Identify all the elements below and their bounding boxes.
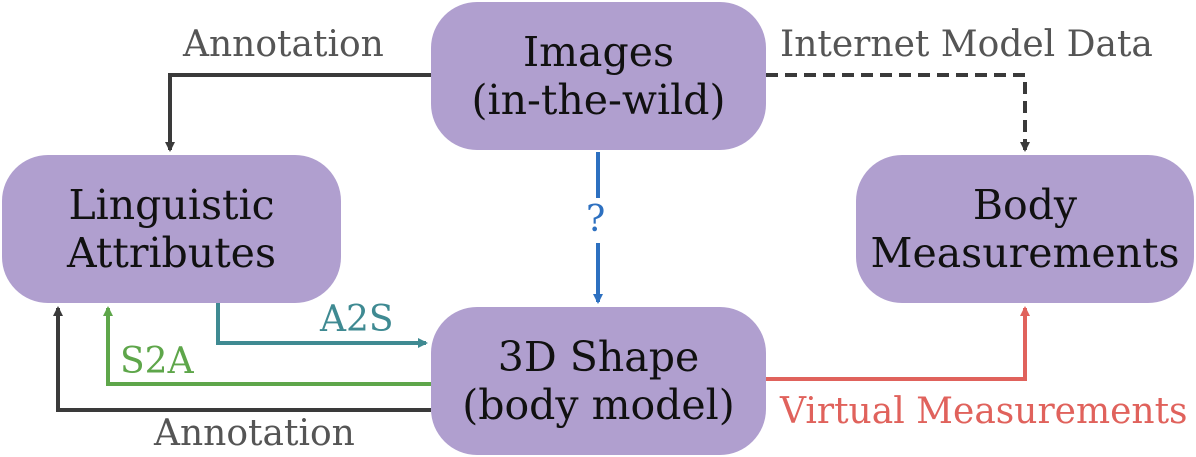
edge-a2s [216,303,428,348]
edge-label-question: ? [586,199,606,240]
node-body-line1: Body [972,181,1078,229]
node-body-measurements: Body Measurements [856,155,1194,303]
edge-label-internet-model-data: Internet Model Data [780,24,1153,65]
edge-annotation-top [165,73,431,152]
edge-label-annotation-top: Annotation [183,24,384,65]
edge-label-a2s: A2S [320,299,394,340]
node-3d-shape: 3D Shape (body model) [431,307,766,455]
node-images: Images (in-the-wild) [431,2,766,150]
edge-virtual-measurements [766,306,1030,381]
edge-label-annotation-bottom: Annotation [154,413,355,454]
edge-label-virtual-measurements: Virtual Measurements [780,391,1188,432]
node-shape-line2: (body model) [462,381,735,429]
node-linguistic-attributes: Linguistic Attributes [2,155,341,303]
node-linguistic-line1: Linguistic [68,181,275,229]
edge-label-s2a: S2A [120,341,194,382]
node-linguistic-line2: Attributes [67,229,276,277]
node-shape-line1: 3D Shape [497,333,700,381]
edge-s2a [103,306,431,386]
edge-internet-model-data [766,73,1030,152]
node-images-line1: Images [522,28,675,76]
node-body-line2: Measurements [870,229,1180,277]
node-images-line2: (in-the-wild) [471,76,726,124]
edge-annotation-bottom [53,306,431,412]
